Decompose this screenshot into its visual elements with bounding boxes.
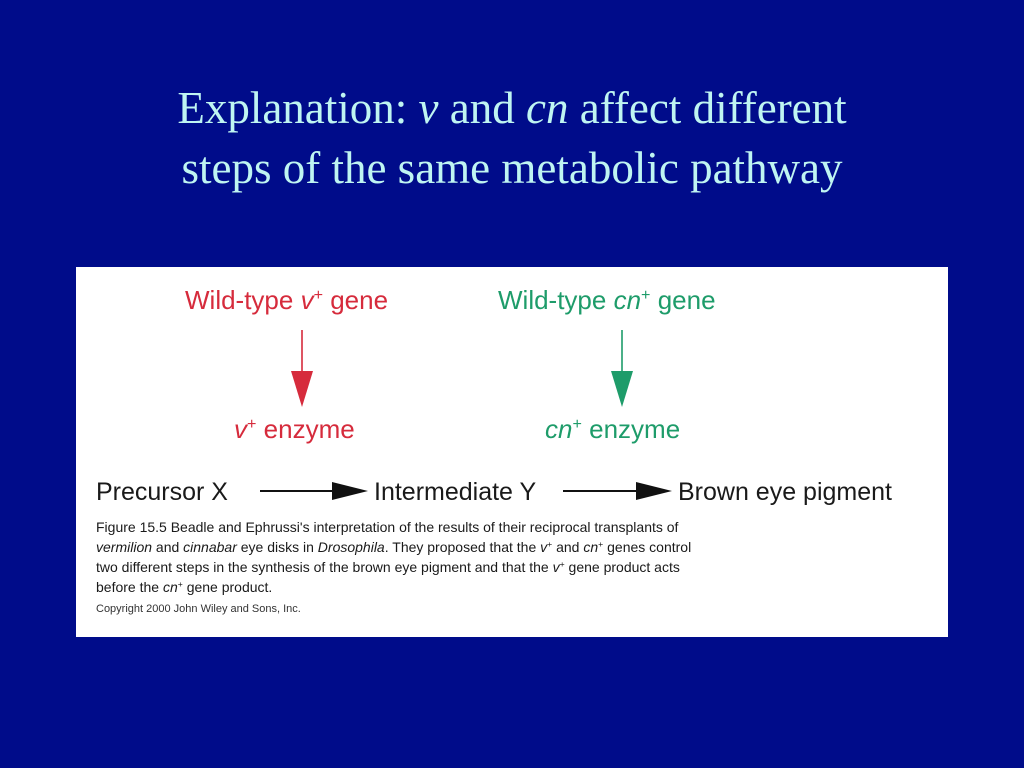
cn-enzyme-sup: + bbox=[572, 415, 582, 434]
caption-vermilion: vermilion bbox=[96, 539, 153, 555]
caption-text: and bbox=[552, 539, 584, 555]
caption-text: Figure 15.5 Beadle and Ephrussi's interp… bbox=[96, 519, 679, 535]
caption-text: . They proposed that the bbox=[384, 539, 541, 555]
caption-text: genes control two different steps in the… bbox=[96, 539, 692, 575]
caption-drosophila: Drosophila bbox=[317, 539, 385, 555]
v-enzyme-label: v+ enzyme bbox=[234, 414, 355, 445]
caption-text: and bbox=[152, 539, 184, 555]
intermediate-y-label: Intermediate Y bbox=[374, 478, 537, 506]
caption-text: gene product acts before the bbox=[96, 559, 680, 595]
title-v-gene: v bbox=[418, 83, 439, 133]
v-gene-suffix: gene bbox=[323, 285, 389, 315]
v-enzyme-suffix: enzyme bbox=[256, 414, 355, 444]
caption-v: v bbox=[540, 539, 548, 555]
caption-text: eye disks in bbox=[236, 539, 318, 555]
caption-v-sup: + bbox=[559, 559, 565, 570]
figure-caption: Figure 15.5 Beadle and Ephrussi's interp… bbox=[96, 517, 716, 597]
title-line-1: Explanation: v and cn affect different bbox=[0, 78, 1024, 138]
title-cn-gene: cn bbox=[526, 83, 569, 133]
precursor-x-label: Precursor X bbox=[96, 478, 228, 506]
title-prefix: Explanation: bbox=[177, 83, 419, 133]
cn-gene-symbol: cn bbox=[613, 285, 642, 315]
caption-v: v bbox=[552, 559, 560, 575]
caption-text: gene product. bbox=[182, 579, 273, 595]
cn-enzyme-label: cn+ enzyme bbox=[545, 414, 680, 445]
v-gene-prefix: Wild-type bbox=[185, 285, 301, 315]
caption-cn: cn bbox=[583, 539, 599, 555]
cn-gene-label: Wild-type cn+ gene bbox=[498, 285, 716, 316]
title-and: and bbox=[438, 83, 526, 133]
pathway-arrow-2 bbox=[563, 482, 672, 500]
caption-v-sup: + bbox=[547, 539, 553, 550]
diagram-arrows bbox=[260, 330, 672, 500]
cn-enzyme-symbol: cn bbox=[545, 414, 573, 444]
title-line-2: steps of the same metabolic pathway bbox=[181, 143, 843, 193]
pathway-figure: Wild-type v+ gene Wild-type cn+ gene v+ … bbox=[76, 267, 948, 637]
cn-gene-sup: + bbox=[641, 286, 651, 305]
slide-title: Explanation: v and cn affect different s… bbox=[0, 78, 1024, 198]
cn-gene-prefix: Wild-type bbox=[498, 285, 614, 315]
v-enzyme-symbol: v bbox=[234, 414, 247, 444]
pathway-arrow-1 bbox=[260, 482, 368, 500]
caption-cinnabar: cinnabar bbox=[183, 539, 237, 555]
cn-gene-arrow bbox=[611, 330, 633, 407]
v-gene-sup: + bbox=[313, 286, 323, 305]
brown-eye-pigment-label: Brown eye pigment bbox=[678, 478, 893, 506]
title-suffix: affect different bbox=[568, 83, 847, 133]
v-gene-label: Wild-type v+ gene bbox=[185, 285, 388, 316]
v-gene-symbol: v bbox=[300, 285, 314, 315]
copyright-notice: Copyright 2000 John Wiley and Sons, Inc. bbox=[96, 603, 301, 615]
cn-enzyme-suffix: enzyme bbox=[581, 414, 681, 444]
cn-gene-suffix: gene bbox=[650, 285, 716, 315]
caption-cn: cn bbox=[162, 579, 178, 595]
v-enzyme-sup: + bbox=[247, 415, 257, 434]
caption-cn-sup: + bbox=[598, 539, 604, 550]
v-gene-arrow bbox=[291, 330, 313, 407]
caption-cn-sup: + bbox=[177, 579, 183, 590]
